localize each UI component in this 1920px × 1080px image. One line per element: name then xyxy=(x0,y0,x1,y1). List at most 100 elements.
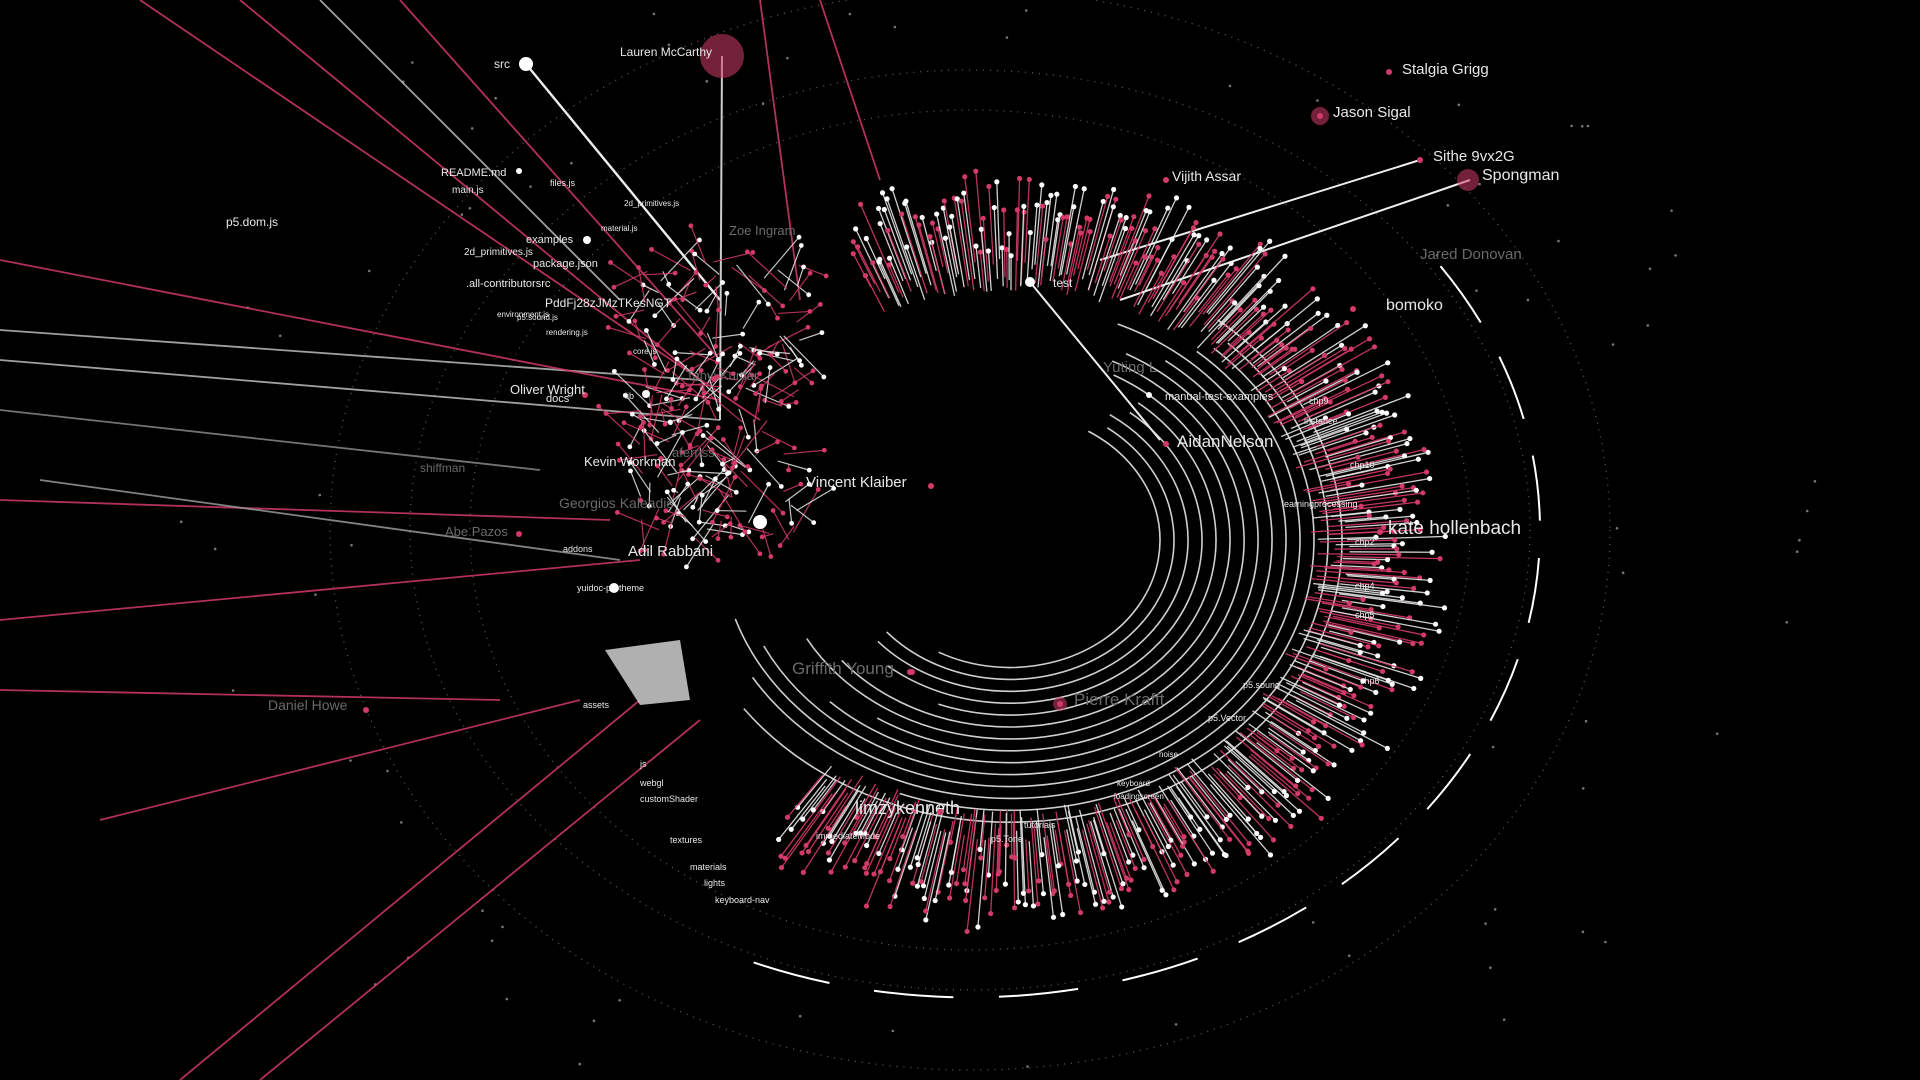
file-node xyxy=(918,879,924,885)
file-node xyxy=(798,481,804,487)
contributor-label: Stalgia Grigg xyxy=(1402,61,1489,78)
cluster-spoke xyxy=(740,470,784,514)
contributor-ray xyxy=(319,0,621,301)
star-dot xyxy=(1621,571,1625,575)
file-node xyxy=(1267,852,1274,858)
file-node xyxy=(680,297,686,303)
cluster-spoke xyxy=(598,405,641,445)
file-spoke xyxy=(1057,216,1068,269)
file-spoke xyxy=(1210,308,1257,354)
file-node xyxy=(1295,790,1301,797)
star-dot xyxy=(618,998,621,1002)
file-node xyxy=(1359,742,1365,748)
file-node xyxy=(1401,569,1407,575)
file-spoke xyxy=(1226,323,1275,365)
file-node xyxy=(1351,693,1357,699)
file-spoke xyxy=(1237,288,1314,354)
star-dot xyxy=(318,493,322,497)
folder-node xyxy=(583,236,591,244)
file-spoke xyxy=(914,216,937,291)
file-node xyxy=(652,361,657,367)
star-dot xyxy=(501,925,504,929)
file-spoke xyxy=(1074,231,1091,292)
file-spoke xyxy=(1253,298,1318,352)
cluster-spoke xyxy=(713,251,753,263)
file-node xyxy=(1282,253,1288,259)
orbit-ring xyxy=(409,69,1531,991)
cluster-spoke xyxy=(717,520,722,539)
file-node xyxy=(920,883,927,889)
file-node xyxy=(1184,871,1190,878)
file-spoke xyxy=(1156,243,1200,313)
file-node xyxy=(767,365,773,370)
file-spoke xyxy=(998,824,1002,872)
file-spoke xyxy=(1174,766,1231,840)
contributor-dot xyxy=(711,376,717,382)
file-spoke xyxy=(916,811,932,858)
file-spoke xyxy=(1087,206,1114,291)
file-spoke xyxy=(1188,776,1250,854)
contributor-ray xyxy=(0,689,501,701)
file-node xyxy=(613,313,619,319)
file-spoke xyxy=(936,213,956,297)
file-node xyxy=(1376,643,1382,649)
branch-arc xyxy=(876,352,1259,752)
file-node xyxy=(683,404,689,410)
cluster-spoke xyxy=(639,508,660,552)
file-node xyxy=(886,262,892,268)
file-node xyxy=(1060,911,1066,918)
file-node xyxy=(980,215,986,221)
file-node xyxy=(679,449,685,455)
file-spoke xyxy=(1312,485,1403,502)
file-node xyxy=(862,865,868,871)
file-spoke xyxy=(1034,184,1043,265)
file-node xyxy=(730,371,736,377)
file-spoke xyxy=(948,813,965,899)
cluster-spoke xyxy=(689,427,700,446)
file-spoke xyxy=(888,257,909,305)
cluster-spoke xyxy=(615,309,645,317)
file-spoke xyxy=(1186,763,1231,816)
star-dot xyxy=(652,12,656,16)
cluster-spoke xyxy=(672,465,682,500)
file-spoke xyxy=(1327,492,1423,507)
file-spoke xyxy=(1063,804,1078,862)
cluster-spoke xyxy=(790,504,815,524)
file-spoke xyxy=(807,792,849,852)
contributor-ray xyxy=(39,479,621,561)
file-spoke xyxy=(1270,368,1343,409)
file-spoke xyxy=(1311,578,1414,590)
file-spoke xyxy=(1126,228,1156,290)
file-spoke xyxy=(1191,776,1227,820)
file-spoke xyxy=(1060,206,1075,275)
file-node xyxy=(668,396,674,402)
file-node xyxy=(1133,260,1139,266)
file-node xyxy=(1101,898,1107,904)
file-node xyxy=(810,807,816,813)
file-node xyxy=(1310,286,1316,292)
star-dot xyxy=(468,207,472,210)
file-node xyxy=(1039,182,1045,188)
file-spoke xyxy=(1316,570,1420,579)
file-label: loadingscreen xyxy=(1114,792,1164,801)
file-spoke xyxy=(1066,227,1081,285)
file-node xyxy=(663,508,669,514)
file-node xyxy=(1342,377,1348,383)
cluster-spoke xyxy=(712,333,743,339)
file-spoke xyxy=(1263,697,1353,751)
orbit-arc xyxy=(753,961,830,984)
file-spoke xyxy=(883,209,912,281)
file-spoke xyxy=(923,830,942,899)
file-node xyxy=(786,403,792,409)
orbit-arc xyxy=(998,987,1079,998)
file-node xyxy=(1072,183,1078,190)
file-spoke xyxy=(844,805,867,844)
file-node xyxy=(1228,260,1234,267)
star-dot xyxy=(1604,940,1607,944)
cluster-spoke xyxy=(676,437,713,483)
contributor-dot xyxy=(1142,254,1148,260)
file-node xyxy=(749,372,755,378)
file-spoke xyxy=(1249,748,1310,799)
file-spoke xyxy=(905,200,932,286)
file-node xyxy=(806,467,812,473)
